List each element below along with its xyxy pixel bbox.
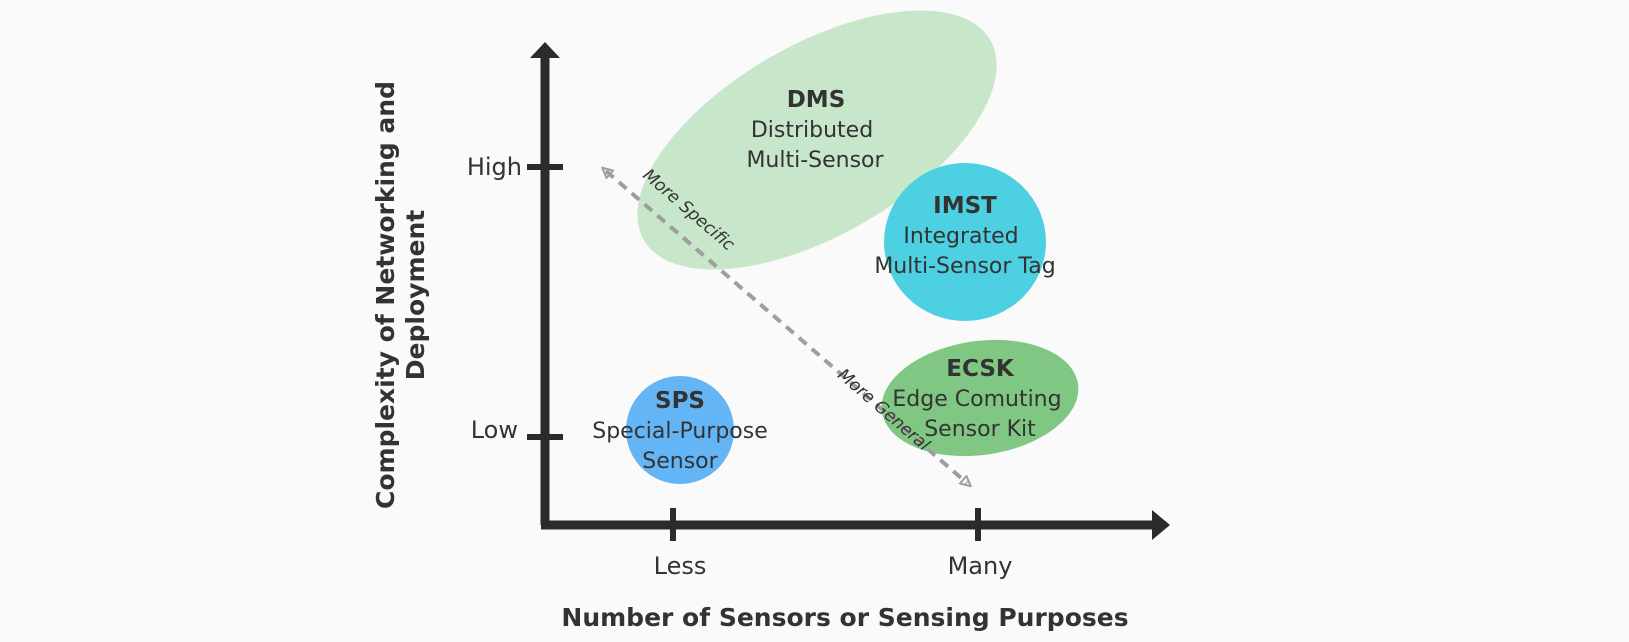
ecsk-line2: Sensor Kit [924,417,1036,442]
sps-line2: Sensor [642,449,718,474]
ecsk-abbr: ECSK [946,356,1015,382]
dms-abbr: DMS [787,87,846,113]
imst-line2: Multi-Sensor Tag [874,254,1055,279]
dms-line1: Distributed [751,118,873,143]
imst-line1: Integrated [903,224,1018,249]
y-axis-arrowhead [530,42,560,58]
ecsk-line1: Edge Comuting [892,387,1061,412]
specific-general-arrow [606,171,967,483]
imst-abbr: IMST [933,193,997,219]
y-tick-label-low: Low [471,416,518,444]
sps-line1: Special-Purpose [592,419,768,444]
y-axis-title-line2: Deployment [401,210,430,380]
x-axis-arrowhead [1152,510,1170,540]
x-tick-label-less: Less [654,552,707,580]
x-tick-label-many: Many [948,552,1013,580]
y-tick-label-high: High [467,153,522,181]
y-axis-title-line1: Complexity of Networking and [371,81,400,509]
x-axis-title: Number of Sensors or Sensing Purposes [561,603,1128,632]
dms-line2: Multi-Sensor [746,148,884,173]
sps-abbr: SPS [655,388,705,414]
